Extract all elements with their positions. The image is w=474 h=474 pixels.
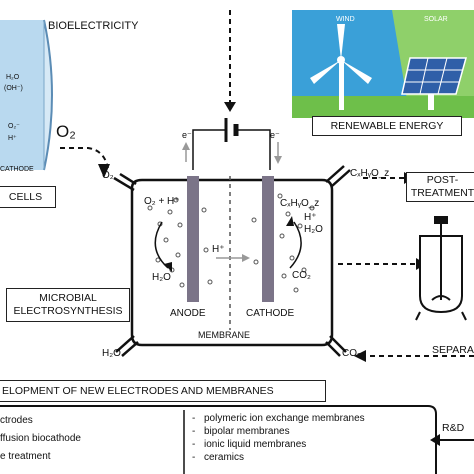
o2-inlet-label: O₂ [102, 170, 114, 181]
cathode-water-label: H₂O [304, 224, 323, 235]
cathode-label: CATHODE [246, 308, 295, 319]
development-header-box: ELOPMENT OF NEW ELECTRODES AND MEMBRANES [0, 380, 326, 402]
o2-big-label: O₂ [56, 122, 76, 141]
list-item: -polymeric ion exchange membranes [192, 413, 365, 424]
reactor-vessel [113, 165, 351, 357]
membrane-list: -polymeric ion exchange membranes -bipol… [192, 412, 428, 464]
rnd-label: R&D [442, 422, 465, 434]
cathode-co2-label: CO₂ [292, 270, 311, 281]
anode-water-label: H₂O [152, 272, 171, 283]
list-item: ctrodes [0, 415, 33, 426]
renewable-energy-box: RENEWABLE ENERGY [312, 116, 462, 136]
electrode-list: ctrodes ffusion biocathode e treatment [0, 412, 180, 466]
wind-label: WIND [336, 16, 355, 23]
electron-left-label: e⁻ [182, 130, 192, 140]
list-item: -ionic liquid membranes [192, 439, 307, 450]
electron-right-label: e⁻ [270, 130, 280, 140]
list-item: -ceramics [192, 452, 245, 463]
solar-label: SOLAR [424, 16, 448, 23]
fuel-cell-illustration [0, 19, 53, 171]
arrow-left-icon [430, 434, 440, 446]
cathode-electrode [262, 176, 274, 302]
cell-o2-label: O₂⁻ [8, 123, 20, 130]
renewable-energy-image [292, 10, 474, 118]
cell-membrane-curve [43, 19, 53, 171]
anode-reaction-label: O₂ + H⁺ [144, 196, 180, 207]
arrow-down-icon [98, 164, 110, 178]
cathode-h-label: H⁺ [304, 212, 317, 223]
list-item: e treatment [0, 451, 51, 462]
separation-label: SEPARA [432, 344, 474, 356]
co2-inlet-label: CO₂ [342, 348, 361, 359]
solar-panel-icon [401, 57, 467, 110]
post-treatment-tank-icon [415, 216, 467, 321]
bottom-panel-border [0, 405, 437, 474]
post-treatment-box: POST-TREATMENT [406, 172, 474, 202]
list-item: -bipolar membranes [192, 426, 290, 437]
product-outlet-label: CₓHᵧO_z [350, 168, 390, 179]
arrow-left-icon [354, 350, 366, 362]
cell-h-label: H⁺ [8, 135, 17, 142]
cathode-product-label: CₓHᵧO_z [280, 198, 320, 209]
anode-electrode [187, 176, 199, 302]
arrow-down-icon [224, 102, 236, 112]
h2o-inlet-label: H₂O [102, 348, 121, 359]
grass [292, 96, 474, 118]
cell-electrolyte [0, 20, 44, 170]
list-item: ffusion biocathode [0, 433, 81, 444]
battery-circuit [182, 118, 282, 170]
cell-cathode-label: CATHODE [0, 166, 34, 173]
cells-box: CELLS [0, 186, 56, 208]
bioelectricity-label: BIOELECTRICITY [48, 20, 139, 32]
cell-h2o-label: H₂O [6, 74, 20, 81]
membrane-label: MEMBRANE [198, 330, 251, 340]
h-plus-label: H⁺ [212, 244, 225, 255]
cell-oh-label: (OH⁻) [4, 85, 23, 92]
microbial-electrosynthesis-box: MICROBIAL ELECTROSYNTHESIS [6, 288, 130, 322]
wind-turbine-icon [310, 24, 372, 110]
anode-label: ANODE [170, 308, 206, 319]
